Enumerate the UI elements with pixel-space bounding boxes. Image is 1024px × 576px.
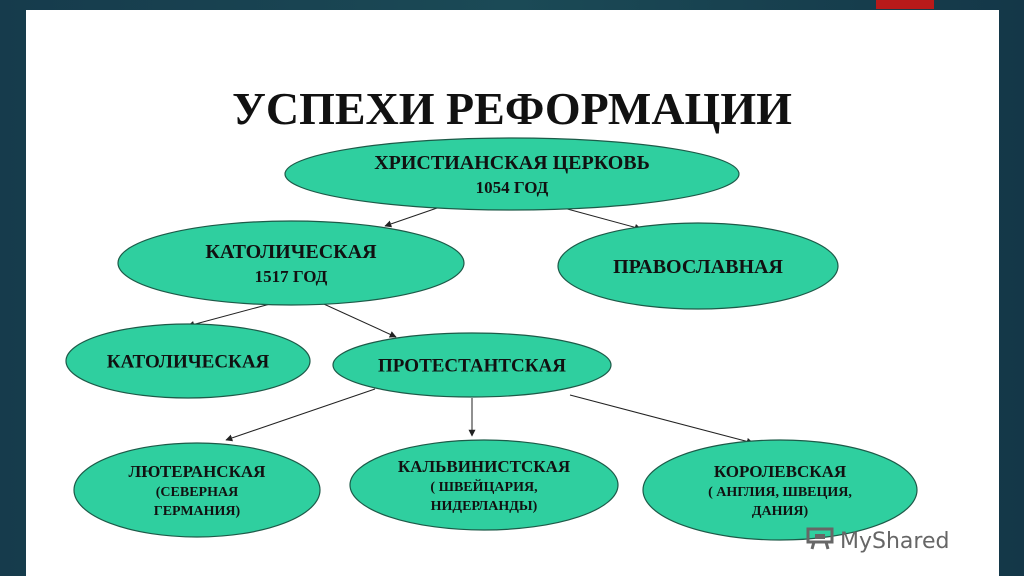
arrow-protestant-to-lutheran	[225, 388, 376, 442]
node-label: 1054 ГОД	[476, 178, 549, 197]
watermark: MyShared	[806, 526, 949, 556]
node-ellipse	[332, 332, 612, 398]
node-royal: КОРОЛЕВСКАЯ ( АНГЛИЯ, ШВЕЦИЯ, ДАНИЯ)	[642, 439, 918, 541]
node-label: ( ШВЕЙЦАРИЯ,	[430, 478, 537, 495]
node-ellipse	[284, 137, 740, 211]
node-label: ХРИСТИАНСКАЯ ЦЕРКОВЬ	[374, 152, 650, 174]
accent-bar	[876, 0, 934, 9]
node-label: ЛЮТЕРАНСКАЯ	[129, 462, 266, 481]
node-protestant: ПРОТЕСТАНТСКАЯ	[332, 332, 612, 398]
node-catholic: КАТОЛИЧЕСКАЯ	[65, 323, 311, 399]
node-label: 1517 ГОД	[255, 267, 328, 286]
node-label: КАТОЛИЧЕСКАЯ	[107, 352, 270, 373]
node-ellipse	[349, 439, 619, 531]
node-label: ПРОТЕСТАНТСКАЯ	[378, 356, 566, 377]
node-ellipse	[65, 323, 311, 399]
node-ellipse	[117, 220, 465, 306]
node-label: ДАНИЯ)	[752, 504, 809, 519]
node-calvinist: КАЛЬВИНИСТСКАЯ ( ШВЕЙЦАРИЯ, НИДЕРЛАНДЫ)	[349, 439, 619, 531]
node-lutheran: ЛЮТЕРАНСКАЯ (СЕВЕРНАЯ ГЕРМАНИЯ)	[73, 442, 321, 538]
node-label: ГЕРМАНИЯ)	[154, 504, 241, 519]
arrow-protestant-to-royal	[569, 394, 754, 445]
node-label: КОРОЛЕВСКАЯ	[714, 462, 846, 481]
slide-title: УСПЕХИ РЕФОРМАЦИИ	[232, 83, 792, 134]
node-label: КАТОЛИЧЕСКАЯ	[205, 241, 377, 263]
presentation-board-icon	[806, 526, 834, 556]
node-label: НИДЕРЛАНДЫ)	[431, 499, 538, 514]
node-label: КАЛЬВИНИСТСКАЯ	[398, 457, 570, 476]
node-christian: ХРИСТИАНСКАЯ ЦЕРКОВЬ 1054 ГОД	[284, 137, 740, 211]
watermark-text: MyShared	[840, 528, 950, 554]
arrow-catholic-1517-to-protestant	[314, 299, 397, 338]
node-orthodox: ПРАВОСЛАВНАЯ	[557, 222, 839, 310]
node-catholic-1517: КАТОЛИЧЕСКАЯ 1517 ГОД	[117, 220, 465, 306]
node-label: (СЕВЕРНАЯ	[156, 485, 238, 500]
arrow-christian-to-catholic-1517	[384, 206, 441, 228]
node-ellipse	[642, 439, 918, 541]
node-ellipse	[73, 442, 321, 538]
node-label: ( АНГЛИЯ, ШВЕЦИЯ,	[708, 485, 852, 500]
arrow-christian-to-orthodox	[559, 206, 642, 231]
node-label: ПРАВОСЛАВНАЯ	[613, 256, 783, 278]
node-ellipse	[557, 222, 839, 310]
